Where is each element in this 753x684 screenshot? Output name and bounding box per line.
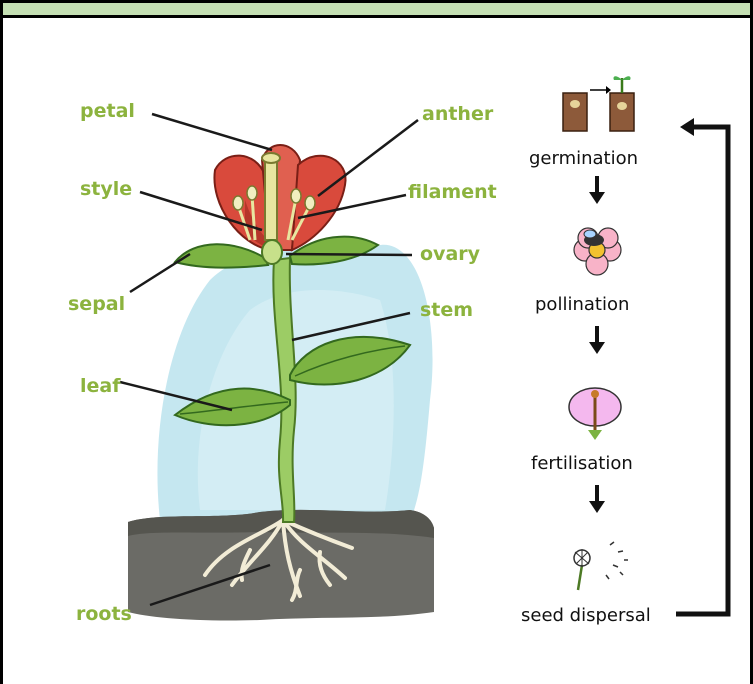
stage-seed-dispersal: seed dispersal xyxy=(521,605,651,626)
return-arrowhead-icon xyxy=(680,118,694,136)
label-leaf: leaf xyxy=(80,375,121,397)
label-sepal: sepal xyxy=(68,293,125,315)
label-filament: filament xyxy=(408,181,497,203)
seed-dispersal-icon xyxy=(574,542,628,590)
pollination-icon xyxy=(574,228,621,275)
stage-pollination: pollination xyxy=(535,294,629,315)
stage-germination: germination xyxy=(529,148,638,169)
label-style: style xyxy=(80,178,132,200)
germination-icon xyxy=(563,76,634,131)
arrow-down-1-icon xyxy=(589,176,605,204)
label-anther: anther xyxy=(422,103,494,125)
arrow-down-3-icon xyxy=(589,485,605,513)
stage-fertilisation: fertilisation xyxy=(531,453,633,474)
arrow-down-2-icon xyxy=(589,326,605,354)
fertilisation-icon xyxy=(569,388,621,440)
label-ovary: ovary xyxy=(420,243,481,265)
label-petal: petal xyxy=(80,100,135,122)
label-stem: stem xyxy=(420,299,473,321)
cycle-return-arrow xyxy=(676,127,728,614)
label-roots: roots xyxy=(76,603,132,625)
